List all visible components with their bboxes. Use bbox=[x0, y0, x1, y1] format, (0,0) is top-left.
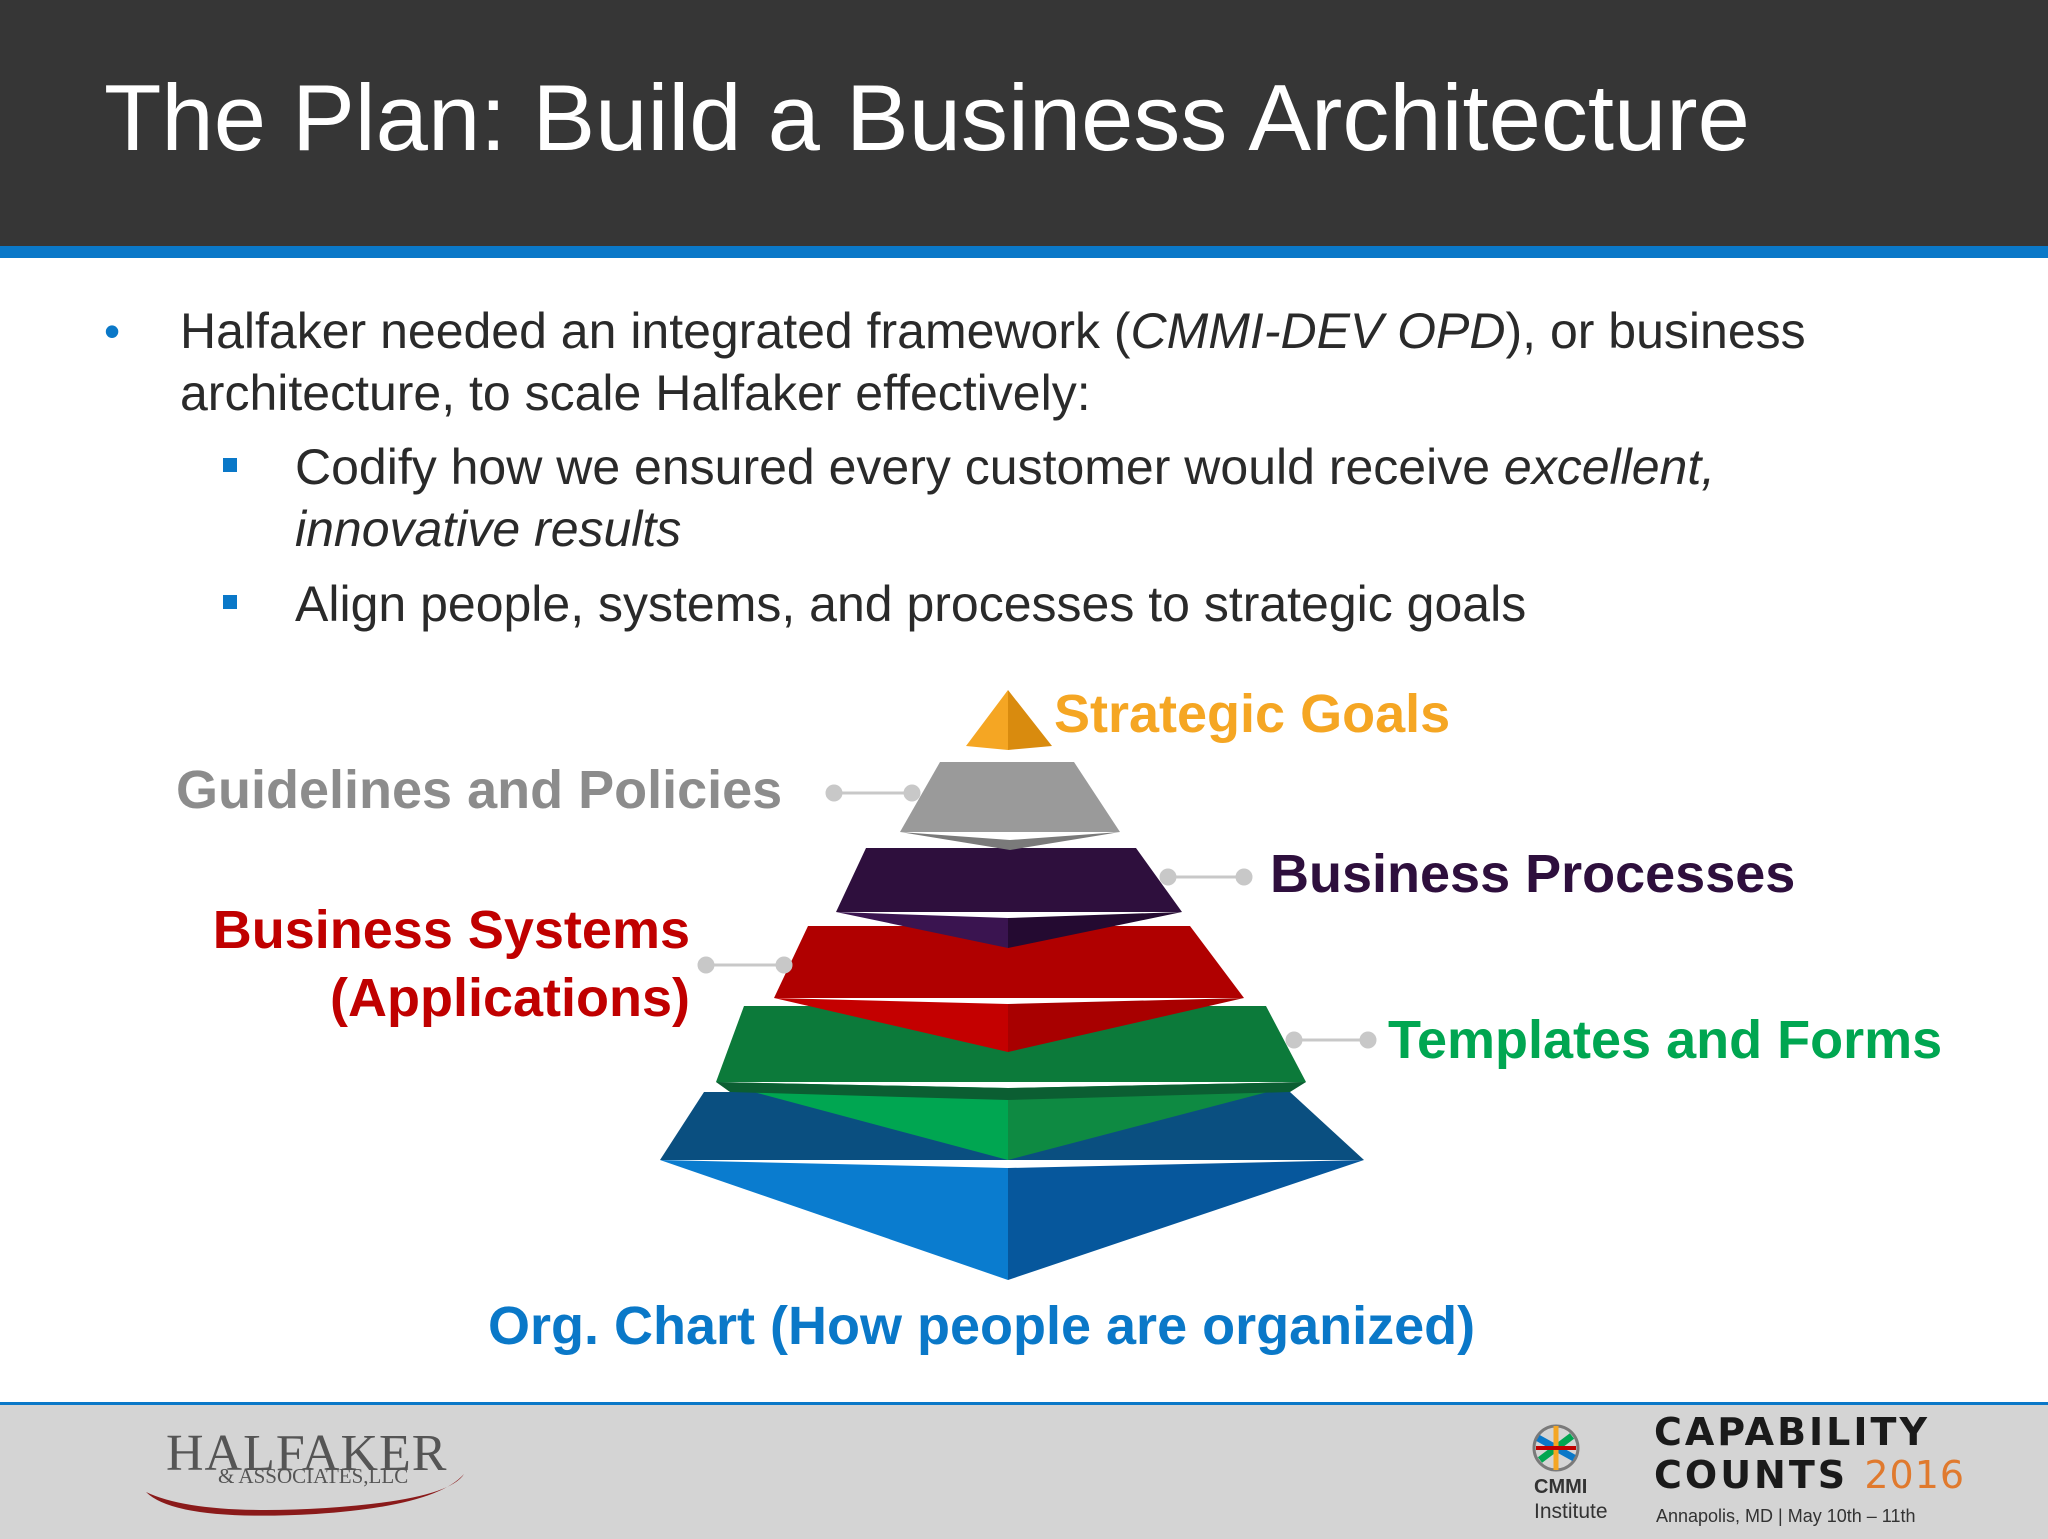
bullet-sub2: Align people, systems, and processes to … bbox=[295, 576, 1527, 632]
label-templates-forms: Templates and Forms bbox=[1388, 1010, 1943, 1070]
bullet-main-line2: architecture, to scale Halfaker effectiv… bbox=[180, 365, 1091, 421]
label-guidelines-policies: Guidelines and Policies bbox=[176, 760, 783, 820]
bullet-sub1-line2: innovative results bbox=[295, 501, 682, 557]
cmmi-globe-icon bbox=[1532, 1424, 1580, 1472]
label-strategic-goals: Strategic Goals bbox=[1054, 684, 1451, 744]
label-business-processes: Business Processes bbox=[1270, 844, 1796, 904]
pyramid-tier-guidelines bbox=[900, 762, 1120, 850]
pyramid-tier-processes bbox=[836, 848, 1182, 948]
bullet-main-line1: Halfaker needed an integrated framework … bbox=[180, 303, 1806, 359]
sub-bullet-marker bbox=[223, 458, 237, 472]
bullet-marker: • bbox=[104, 305, 121, 357]
bullet-sub1-line1: Codify how we ensured every customer wou… bbox=[295, 439, 1716, 495]
footer-bar bbox=[0, 1402, 2048, 1539]
event-location-date: Annapolis, MD | May 10th – 11th bbox=[1656, 1506, 1916, 1526]
title-bar bbox=[0, 0, 2048, 246]
halfaker-associates: & ASSOCIATES,LLC bbox=[218, 1464, 409, 1488]
cmmi-label: CMMI bbox=[1534, 1476, 1588, 1498]
capability-counts-line1: CAPABILITY bbox=[1654, 1410, 1930, 1454]
title-divider bbox=[0, 246, 2048, 258]
sub-bullet-marker bbox=[223, 595, 237, 609]
capability-counts-line2: COUNTS 2016 bbox=[1654, 1453, 1966, 1497]
halfaker-swoosh bbox=[146, 1474, 464, 1516]
pyramid-tier-systems bbox=[774, 926, 1244, 1052]
label-org-chart: Org. Chart (How people are organized) bbox=[488, 1296, 1476, 1356]
label-business-systems: Business Systems bbox=[212, 900, 690, 960]
label-applications: (Applications) bbox=[330, 968, 690, 1028]
slide-title: The Plan: Build a Business Architecture bbox=[104, 65, 1750, 170]
pyramid-tier-strategic bbox=[966, 690, 1052, 750]
cmmi-institute-label: Institute bbox=[1534, 1500, 1608, 1523]
halfaker-wordmark: HALFAKER bbox=[166, 1425, 448, 1482]
